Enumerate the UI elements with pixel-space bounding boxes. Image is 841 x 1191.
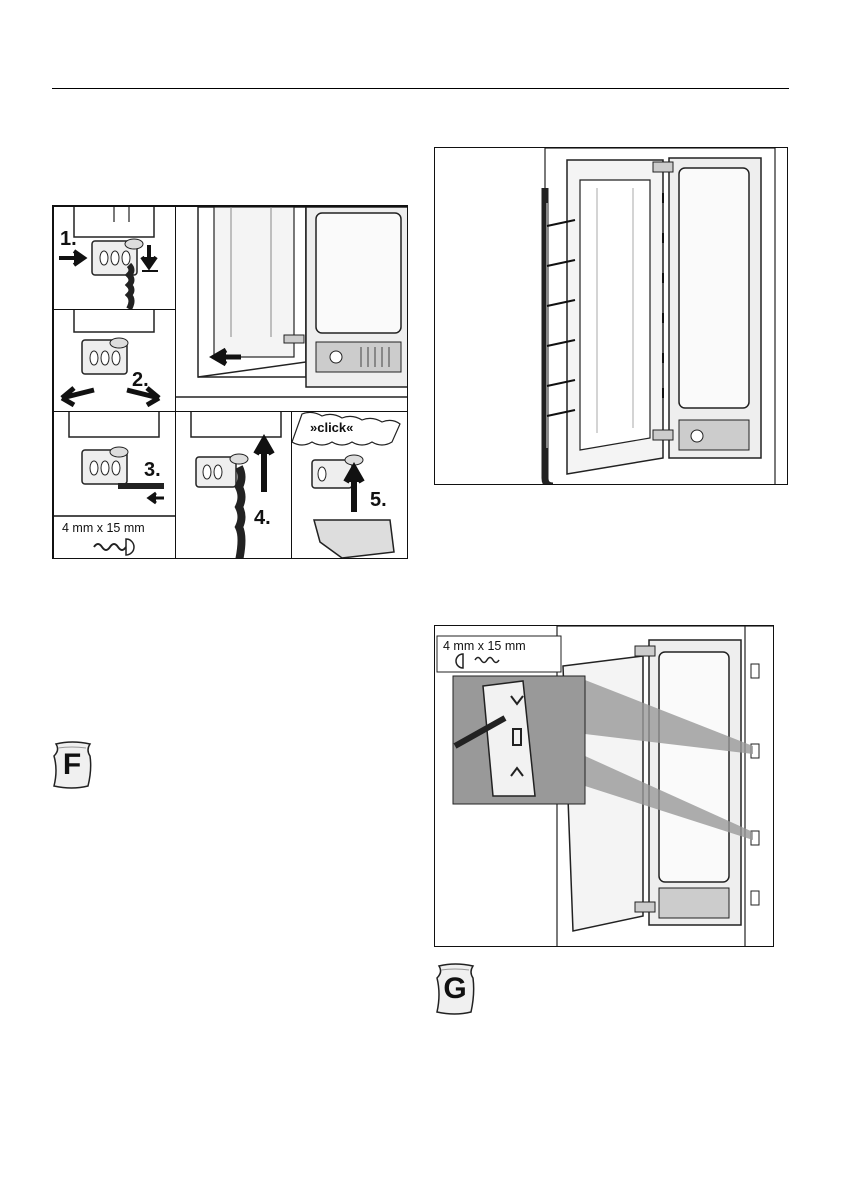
- hinge-illustration-4: [176, 412, 292, 559]
- step-3-panel: 3. 4 mm x 15 mm: [53, 411, 176, 559]
- step-5-label: 5.: [370, 490, 387, 510]
- door-hinge-step-figure: 1. 2.: [52, 205, 408, 559]
- door-seal-figure: [434, 147, 788, 485]
- step-3-label: 3.: [144, 460, 161, 480]
- hinge-illustration-1: [54, 207, 176, 310]
- bag-letter-f: F: [50, 740, 94, 790]
- click-label: »click«: [310, 420, 353, 435]
- hinge-illustration-3: [54, 412, 176, 559]
- hinge-illustration-2: [54, 310, 176, 412]
- door-mount-illustration: [435, 626, 774, 947]
- door-seal-illustration: [435, 148, 788, 485]
- open-door-illustration: [176, 207, 408, 412]
- step-5-panel: »click« 5.: [291, 411, 408, 559]
- step-1-label: 1.: [60, 229, 77, 249]
- step-2-label: 2.: [132, 370, 149, 390]
- header-rule: [52, 88, 789, 89]
- parts-bag-g: G: [433, 962, 477, 1016]
- screw-spec-right: 4 mm x 15 mm: [443, 639, 526, 653]
- parts-bag-f: F: [50, 740, 94, 790]
- step-4-panel: 4.: [175, 411, 292, 559]
- door-mount-figure: 4 mm x 15 mm: [434, 625, 774, 947]
- bag-letter-g: G: [433, 962, 477, 1016]
- step-2-panel: 2.: [53, 309, 176, 412]
- step-4-label: 4.: [254, 508, 271, 528]
- door-overview-panel: [175, 206, 408, 412]
- screw-spec-left: 4 mm x 15 mm: [62, 521, 145, 535]
- step-1-panel: 1.: [53, 206, 176, 310]
